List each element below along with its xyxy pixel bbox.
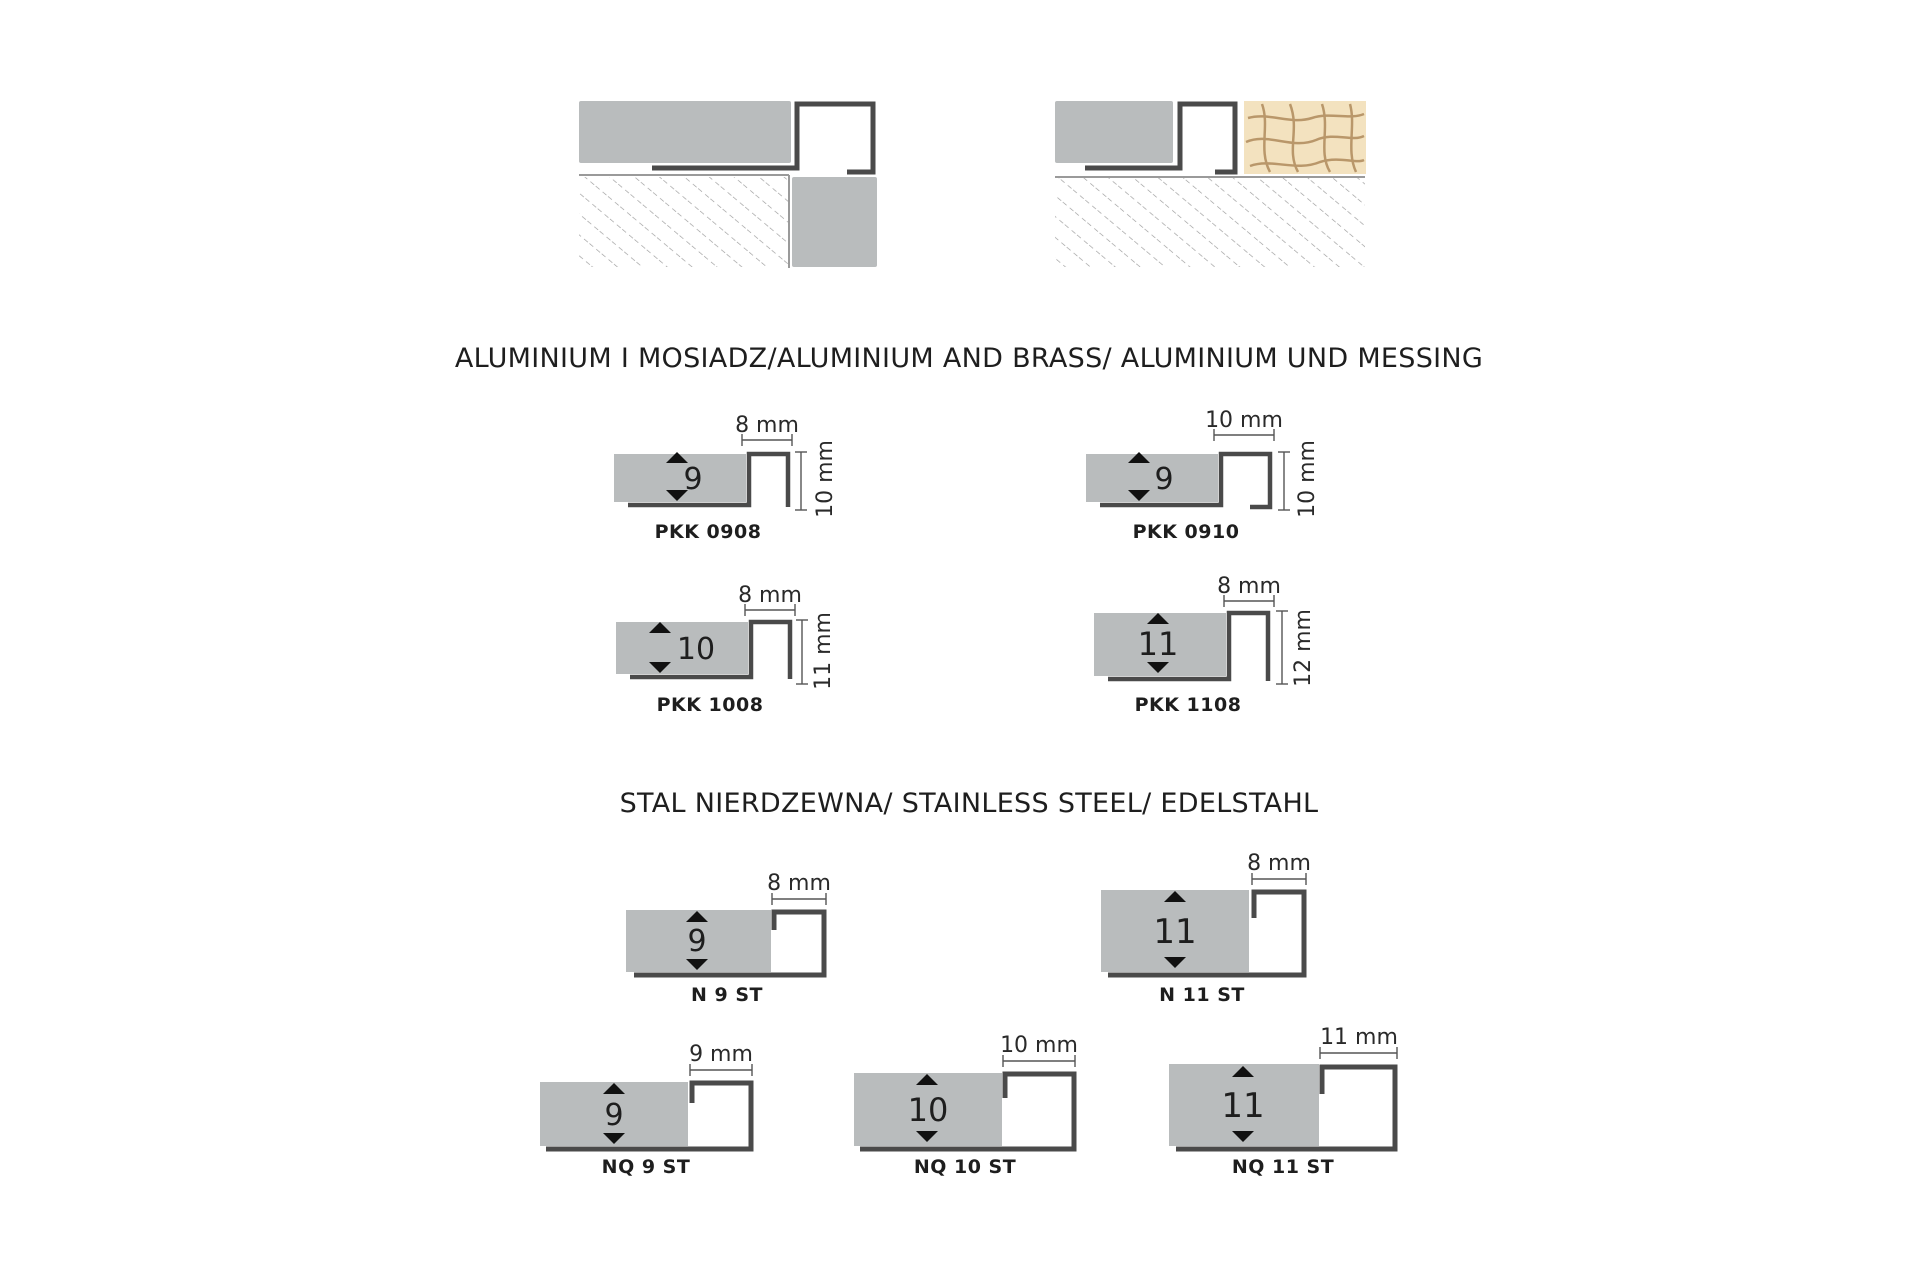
- installation-illustration-floor-transition: [1055, 101, 1366, 267]
- tile-size-label: 11: [1221, 1086, 1264, 1126]
- arrow-up-icon: [1147, 613, 1169, 624]
- arrow-down-icon: [916, 1131, 938, 1142]
- arrow-down-icon: [603, 1133, 625, 1144]
- corner-profile: [652, 101, 876, 175]
- wood-grain-pattern: [1245, 103, 1365, 173]
- profile-shape: [634, 909, 827, 978]
- heading-stainless-steel: STAL NIERDZEWNA/ STAINLESS STEEL/ EDELST…: [620, 788, 1319, 819]
- tile-size-label: 11: [1153, 912, 1196, 952]
- arrow-down-icon: [1147, 662, 1169, 673]
- hatched-substrate: [579, 177, 789, 267]
- profile-nq-11-st: 11 11 mm NQ 11 ST: [1169, 1025, 1398, 1178]
- profile-pkk-1108: 11 8 mm 12 mm PKK 1108: [1094, 574, 1316, 716]
- arrow-up-icon: [666, 452, 688, 463]
- profile-shape: [1108, 889, 1307, 978]
- profile-shape: [546, 1080, 754, 1152]
- profile-pkk-1008: 10 8 mm 11 mm PKK 1008: [616, 583, 836, 716]
- transition-profile: [1085, 101, 1238, 175]
- arrow-down-icon: [1232, 1131, 1254, 1142]
- profile-code: NQ 11 ST: [1232, 1156, 1334, 1178]
- height-label: 10 mm: [1295, 440, 1320, 518]
- tile-size-label: 9: [604, 1098, 623, 1133]
- arrow-down-icon: [649, 662, 671, 673]
- tile-vertical: [792, 177, 877, 267]
- heading-aluminium-brass: ALUMINIUM I MOSIADZ/ALUMINIUM AND BRASS/…: [455, 343, 1483, 374]
- profile-code: PKK 0910: [1133, 521, 1240, 543]
- width-label: 8 mm: [1247, 851, 1311, 876]
- profile-n-11-st: 11 8 mm N 11 ST: [1101, 851, 1311, 1006]
- profile-code: PKK 1008: [657, 694, 764, 716]
- profile-nq-10-st: 10 10 mm NQ 10 ST: [854, 1033, 1078, 1178]
- arrow-down-icon: [686, 959, 708, 970]
- arrow-up-icon: [686, 911, 708, 922]
- arrow-down-icon: [1128, 490, 1150, 501]
- profile-shape: [1108, 610, 1271, 682]
- height-label: 11 mm: [811, 612, 836, 690]
- arrow-down-icon: [1164, 957, 1186, 968]
- width-label: 8 mm: [738, 583, 802, 608]
- installation-illustration-wall-corner: [579, 101, 877, 268]
- profile-code: N 11 ST: [1159, 984, 1245, 1006]
- tile-size-label: 9: [683, 462, 702, 497]
- width-label: 11 mm: [1320, 1025, 1398, 1050]
- arrow-up-icon: [1128, 452, 1150, 463]
- arrow-up-icon: [649, 622, 671, 633]
- arrow-up-icon: [1164, 891, 1186, 902]
- tile-horizontal: [1055, 101, 1173, 163]
- tile-block: [1086, 454, 1218, 502]
- tile-size-label: 10: [908, 1091, 949, 1129]
- tile-block: [616, 622, 748, 674]
- profile-n-9-st: 9 8 mm N 9 ST: [626, 871, 831, 1006]
- width-label: 10 mm: [1205, 408, 1283, 433]
- width-label: 8 mm: [1217, 574, 1281, 599]
- profile-shape: [1100, 451, 1273, 510]
- arrow-up-icon: [1232, 1066, 1254, 1077]
- profile-shape: [860, 1071, 1077, 1152]
- profile-code: PKK 0908: [655, 521, 762, 543]
- profile-code: PKK 1108: [1135, 694, 1242, 716]
- profile-nq-9-st: 9 9 mm NQ 9 ST: [540, 1042, 754, 1178]
- profile-pkk-0908: 9 8 mm 10 mm PKK 0908: [614, 413, 838, 543]
- height-label: 12 mm: [1291, 609, 1316, 687]
- profile-code: NQ 9 ST: [602, 1156, 691, 1178]
- height-label: 10 mm: [813, 440, 838, 518]
- arrow-down-icon: [666, 490, 688, 501]
- width-label: 8 mm: [767, 871, 831, 896]
- tile-size-label: 9: [1154, 462, 1173, 497]
- profile-pkk-0910: 9 10 mm 10 mm PKK 0910: [1086, 408, 1320, 543]
- tile-size-label: 11: [1138, 625, 1179, 663]
- width-label: 9 mm: [689, 1042, 753, 1067]
- profile-shape: [630, 619, 793, 680]
- tile-horizontal: [579, 101, 791, 163]
- profile-code: N 9 ST: [691, 984, 763, 1006]
- profile-shape: [1176, 1064, 1398, 1152]
- arrow-up-icon: [603, 1083, 625, 1094]
- hatched-substrate: [1055, 177, 1365, 267]
- profile-code: NQ 10 ST: [914, 1156, 1016, 1178]
- width-label: 8 mm: [735, 413, 799, 438]
- tile-size-label: 10: [677, 632, 715, 667]
- tile-size-label: 9: [687, 924, 706, 959]
- arrow-up-icon: [916, 1074, 938, 1085]
- width-label: 10 mm: [1000, 1033, 1078, 1058]
- profile-shape: [628, 451, 791, 508]
